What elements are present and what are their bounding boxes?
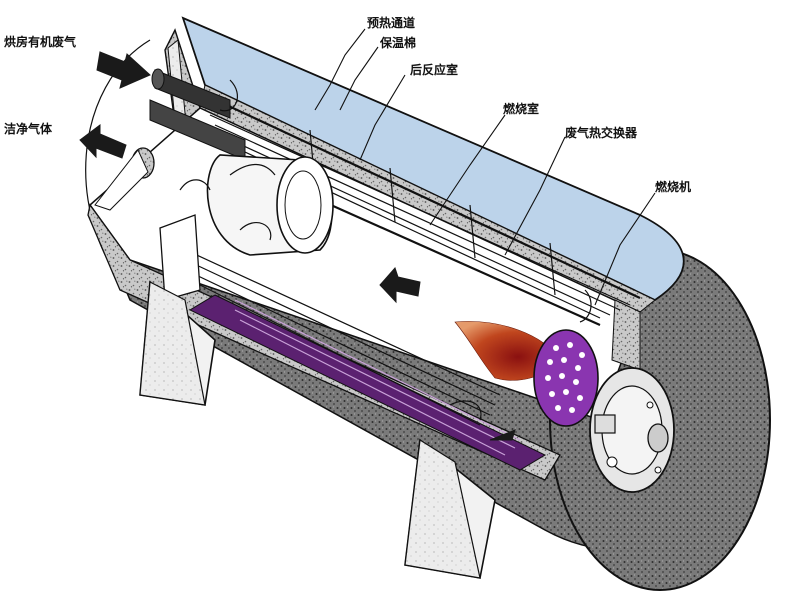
- label-combustion-chamber: 燃烧室: [503, 101, 539, 116]
- outlet-flange: [94, 147, 155, 211]
- heat-exchanger: [159, 214, 547, 471]
- burner-plate: [533, 329, 599, 427]
- inlet-duct: [149, 68, 246, 161]
- labels: 烘房有机废气 洁净气体 预热通道 保温棉 后反应室 燃烧室 废气热交换器 燃烧机: [4, 15, 691, 194]
- label-inlet: 烘房有机废气: [4, 34, 76, 49]
- label-outlet: 洁净气体: [4, 121, 53, 136]
- label-burner: 燃烧机: [655, 179, 691, 194]
- leader-lines: [314, 28, 656, 306]
- arrow-right-icon: [96, 51, 151, 89]
- label-after-reaction-chamber: 后反应室: [410, 62, 458, 77]
- label-preheat-channel: 预热通道: [367, 15, 415, 30]
- arrow-left-icon: [379, 267, 421, 304]
- flame-burner-assembly: [454, 321, 599, 427]
- burner-unit: [589, 367, 675, 493]
- saddle-supports: [139, 280, 496, 579]
- after-reaction-chamber: [206, 154, 334, 256]
- arrow-left-icon: [79, 124, 127, 159]
- flow-arrows: [79, 51, 592, 441]
- label-insulation: 保温棉: [379, 35, 416, 50]
- label-heat-exchanger: 废气热交换器: [565, 125, 638, 140]
